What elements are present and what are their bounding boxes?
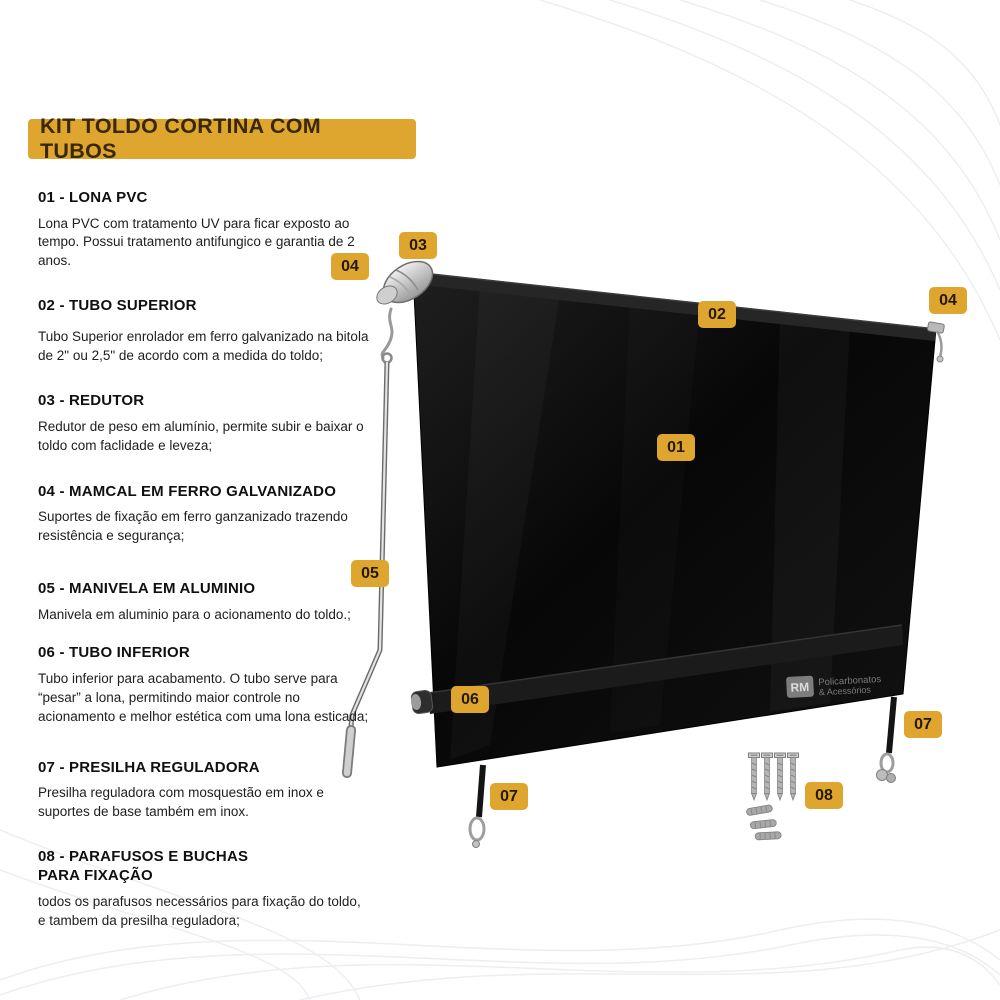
screws-and-plugs [745,752,799,841]
diagram-badge-08: 08 [805,782,843,809]
spec-heading-01: 01 - LONA PVC [38,189,148,206]
diagram-badge-02: 02 [698,301,736,328]
spec-body-03: Redutor de peso em alumínio, permite sub… [38,418,364,453]
spec-heading-08: 08 - PARAFUSOS E BUCHAS PARA FIXAÇÃO [38,847,249,885]
watermark-logo-text: RM [790,680,809,695]
watermark-line2: & Acessórios [819,685,872,698]
watermark-line1: Policarbonatos [818,674,882,688]
spec-body-04: Suportes de fixação em ferro ganzanizado… [38,509,348,544]
spec-body-07: Presilha reguladora com mosquestão em in… [38,785,324,819]
spec-body-01: Lona PVC com tratamento UV para ficar ex… [38,215,355,269]
diagram-badge-01: 01 [657,434,695,461]
spec-heading-02: 02 - TUBO SUPERIOR [38,297,197,315]
diagram-badge-07-left: 07 [490,783,528,810]
toldo-illustration: RM Policarbonatos & Acessórios [342,260,945,848]
spec-section-02: 02 - TUBO SUPERIOR Tubo Superior enrolad… [38,296,370,365]
spec-body-02: Tubo Superior enrolador em ferro galvani… [38,328,369,363]
spec-body-05: Manivela em aluminio para o acionamento … [38,606,351,622]
lona-pvc-canvas [410,271,937,768]
spec-section-05: 05 - MANIVELA EM ALUMINIO Manivela em al… [38,579,370,624]
spec-section-08: 08 - PARAFUSOS E BUCHAS PARA FIXAÇÃO tod… [38,847,370,931]
spec-heading-07: 07 - PRESILHA REGULADORA [38,758,260,776]
diagram-badge-06: 06 [451,686,489,713]
diagram-badge-07-right: 07 [904,711,942,738]
spec-body-08: todos os parafusos necessários para fixa… [38,893,361,928]
spec-heading-05: 05 - MANIVELA EM ALUMINIO [38,580,256,598]
page-title: KIT TOLDO CORTINA COM TUBOS [28,114,416,163]
spec-body-06: Tubo inferior para acabamento. O tubo se… [38,670,369,724]
spec-section-04: 04 - MAMCAL EM FERRO GALVANIZADO Suporte… [38,482,370,546]
right-strap-clip [876,696,897,783]
spec-section-01: 01 - LONA PVC Lona PVC com tratamento UV… [38,188,370,271]
roller-reducer [376,260,434,305]
spec-heading-06: 06 - TUBO INFERIOR [38,644,190,662]
right-bracket [927,321,945,363]
left-strap-clip [468,764,486,848]
diagram-badge-04-right: 04 [929,287,967,314]
spec-section-07: 07 - PRESILHA REGULADORA Presilha regula… [38,758,370,822]
diagram-badge-04-left: 04 [331,253,369,280]
spec-section-06: 06 - TUBO INFERIOR Tubo inferior para ac… [38,643,370,726]
brand-watermark: RM Policarbonatos & Acessórios [786,674,882,698]
spec-heading-03: 03 - REDUTOR [38,392,145,410]
spec-section-03: 03 - REDUTOR Redutor de peso em alumínio… [38,391,370,455]
crank-handle [342,307,394,778]
diagram-badge-05: 05 [351,560,389,587]
spec-list: 01 - LONA PVC Lona PVC com tratamento UV… [38,188,370,931]
diagram-badge-03: 03 [399,232,437,259]
spec-heading-04: 04 - MAMCAL EM FERRO GALVANIZADO [38,482,337,500]
